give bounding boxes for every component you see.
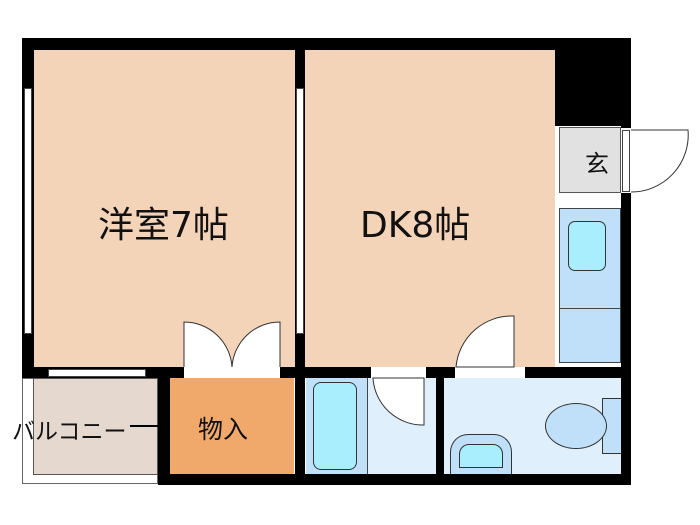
wall-storage-left [158,367,170,485]
bath-door-opening [371,367,426,378]
sink-icon [568,221,606,271]
dk-door-opening [455,367,525,378]
balcony-label: バルコニー [12,419,127,445]
entrance [559,127,621,193]
wall-right-lower [621,193,631,484]
toilet-bowl-icon [545,403,607,449]
window-balcony [48,369,146,377]
kitchen-counter-divider [559,308,621,309]
dining-kitchen [305,50,555,367]
window-left [24,88,32,334]
entrance-label: 玄 [585,150,609,178]
dk-corner-wall [555,40,623,126]
wall-horizontal-mid [22,367,631,378]
window-mid [296,88,304,334]
dining-kitchen-label: DK8帖 [360,205,471,246]
storage-door-opening [184,367,280,378]
entry-door-opening [622,130,630,192]
western-room-label: 洋室7帖 [98,205,229,246]
wall-bath-divider [436,367,444,485]
storage-label: 物入 [198,415,249,444]
bathtub-icon [313,382,357,470]
storage [170,378,294,474]
western-room [34,50,295,367]
wall-right-upper [621,38,631,128]
washbasin-bowl [459,444,503,468]
wall-top [22,38,623,50]
wall-bottom [158,474,631,485]
